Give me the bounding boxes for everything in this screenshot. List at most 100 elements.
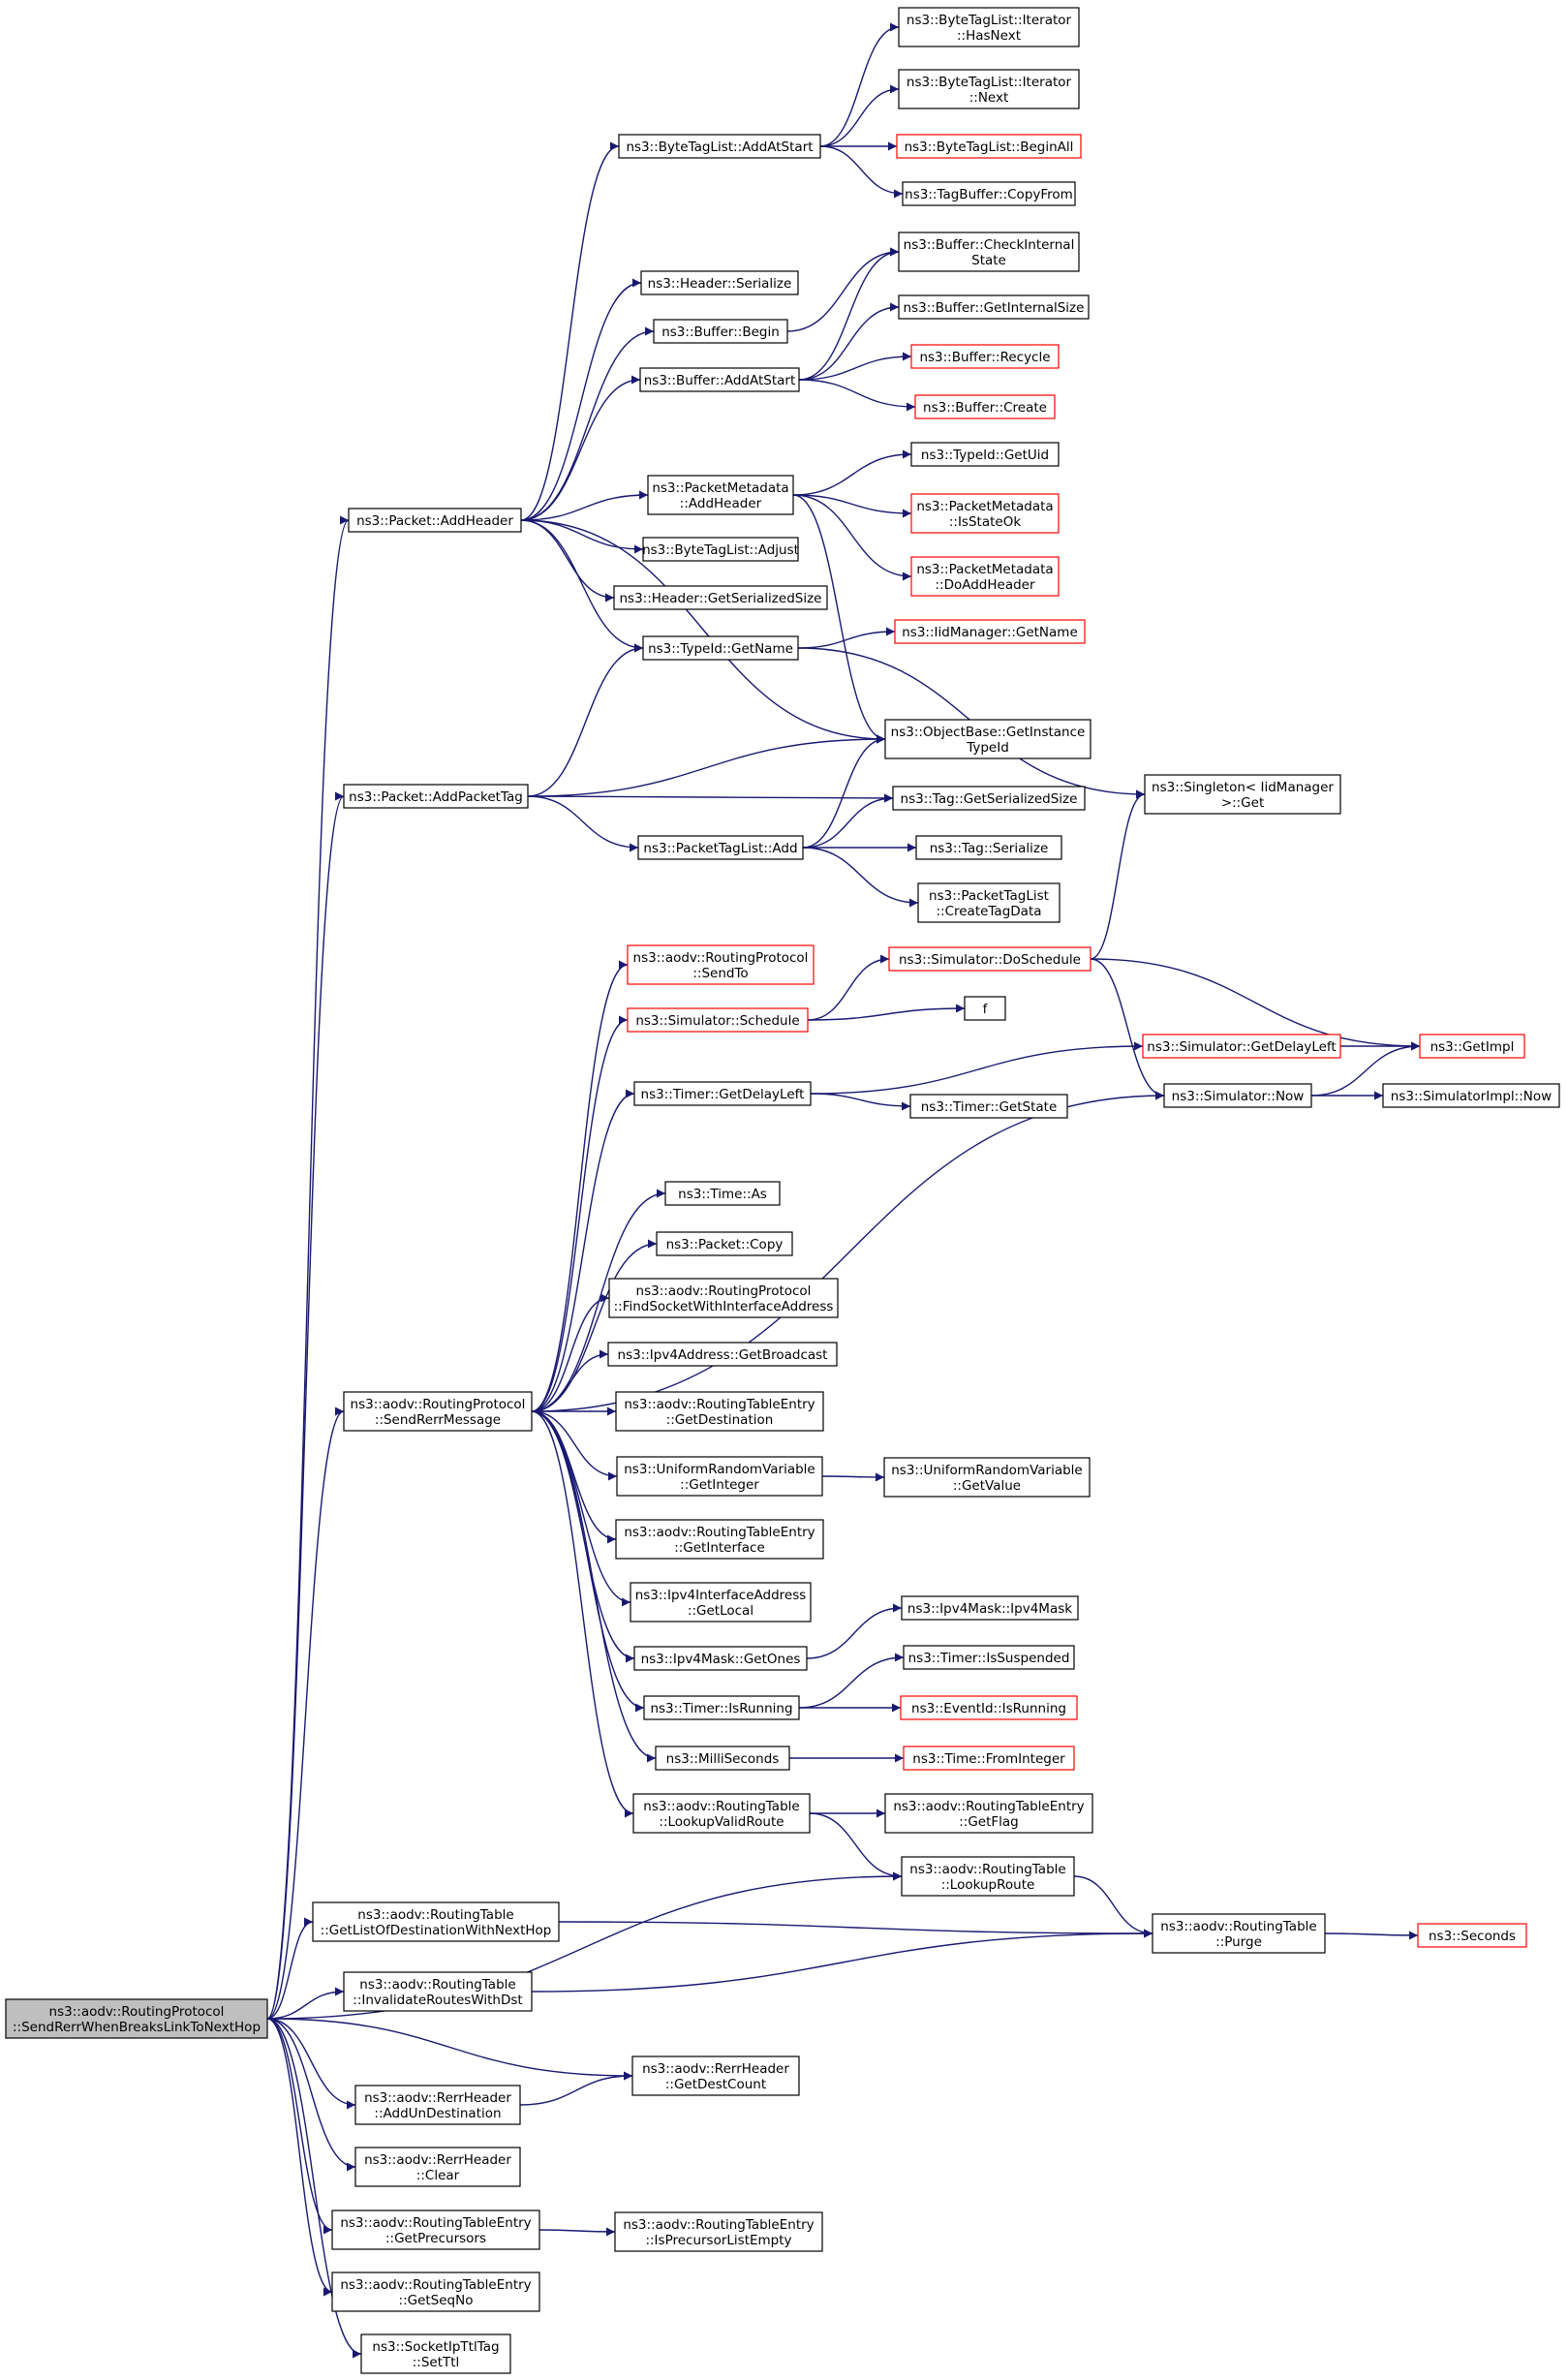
function-node-label: ns3::aodv::RoutingTableEntry xyxy=(893,1799,1084,1814)
function-node-box xyxy=(627,1007,809,1033)
function-node-invalidateRoutes[interactable]: ns3::aodv::RoutingTable::InvalidateRoute… xyxy=(343,1971,533,2012)
function-node-box xyxy=(910,344,1060,369)
function-node-timerIsSuspended[interactable]: ns3::Timer::IsSuspended xyxy=(903,1645,1075,1670)
function-node-iterNext[interactable]: ns3::ByteTagList::Iterator::Next xyxy=(898,69,1080,109)
function-node-ifaceGetLocal[interactable]: ns3::Ipv4InterfaceAddress::GetLocal xyxy=(630,1582,812,1623)
function-node-label: ns3::Ipv4Address::GetBroadcast xyxy=(618,1347,828,1363)
function-node-singletonGet[interactable]: ns3::Singleton< IidManager>::Get xyxy=(1144,774,1341,815)
function-node-label: ::LookupRoute xyxy=(941,1877,1035,1893)
function-node-addHeader[interactable]: ns3::Packet::AddHeader xyxy=(348,508,522,533)
function-node-milliSeconds[interactable]: ns3::MilliSeconds xyxy=(655,1746,790,1771)
function-node-box xyxy=(903,1746,1075,1771)
function-node-timerIsRunning[interactable]: ns3::Timer::IsRunning xyxy=(643,1695,800,1720)
function-node-rtLookupValidRoute[interactable]: ns3::aodv::RoutingTable::LookupValidRout… xyxy=(632,1793,811,1834)
function-node-findSocket[interactable]: ns3::aodv::RoutingProtocol::FindSocketWi… xyxy=(608,1278,839,1318)
call-edge-timerGetDelayLeft-to-simGetDelayLeft xyxy=(810,1041,1144,1095)
function-node-packetCopy[interactable]: ns3::Packet::Copy xyxy=(656,1231,793,1256)
function-node-box xyxy=(331,2272,540,2312)
call-edge-addPacketTag-to-ptlAdd xyxy=(527,795,639,852)
function-node-simNow[interactable]: ns3::Simulator::Now xyxy=(1163,1083,1312,1108)
function-node-bufRecycle[interactable]: ns3::Buffer::Recycle xyxy=(910,344,1060,369)
function-node-simImplNow[interactable]: ns3::SimulatorImpl::Now xyxy=(1382,1083,1560,1108)
function-node-addUnDestination[interactable]: ns3::aodv::RerrHeader::AddUnDestination xyxy=(354,2085,521,2125)
call-edge-invalidateRoutes-to-rtPurge xyxy=(531,1929,1153,1993)
function-node-label: ::HasNext xyxy=(957,28,1021,44)
function-node-pmIsStateOk[interactable]: ns3::PacketMetadata::IsStateOk xyxy=(910,493,1060,534)
function-node-timerGetDelayLeft[interactable]: ns3::Timer::GetDelayLeft xyxy=(633,1081,812,1106)
function-node-label: ns3::ByteTagList::AddAtStart xyxy=(626,139,813,155)
function-node-urvGetInteger[interactable]: ns3::UniformRandomVariable::GetInteger xyxy=(616,1456,823,1497)
function-node-bufGetInternalSize[interactable]: ns3::Buffer::GetInternalSize xyxy=(898,294,1090,320)
call-edge-root-to-getListOfDest xyxy=(266,1917,314,2020)
function-node-maskCtor[interactable]: ns3::Ipv4Mask::Ipv4Mask xyxy=(901,1595,1079,1621)
function-node-rtPurge[interactable]: ns3::aodv::RoutingTable::Purge xyxy=(1152,1913,1326,1954)
function-node-getImpl[interactable]: ns3::GetImpl xyxy=(1419,1034,1525,1059)
function-node-label: ns3::aodv::RoutingTableEntry xyxy=(340,2277,531,2293)
function-node-btlAddAtStart[interactable]: ns3::ByteTagList::AddAtStart xyxy=(618,134,821,159)
function-node-label: ns3::aodv::RerrHeader xyxy=(364,2090,511,2106)
function-node-ipv4GetBroadcast[interactable]: ns3::Ipv4Address::GetBroadcast xyxy=(607,1342,838,1367)
function-node-bufCreate[interactable]: ns3::Buffer::Create xyxy=(914,394,1056,419)
function-node-rerrClear[interactable]: ns3::aodv::RerrHeader::Clear xyxy=(354,2147,521,2187)
function-node-typeIdGetName[interactable]: ns3::TypeId::GetName xyxy=(642,635,799,661)
function-node-ptlAdd[interactable]: ns3::PacketTagList::Add xyxy=(637,835,804,860)
function-node-tagBufCopyFrom[interactable]: ns3::TagBuffer::CopyFrom xyxy=(902,181,1076,206)
function-node-label: ns3::TagBuffer::CopyFrom xyxy=(905,187,1073,202)
function-node-box xyxy=(884,1793,1093,1834)
function-node-eventIdIsRunning[interactable]: ns3::EventId::IsRunning xyxy=(900,1695,1078,1720)
function-node-setTtl[interactable]: ns3::SocketIpTtlTag::SetTtl xyxy=(360,2334,511,2374)
function-node-rteGetFlag[interactable]: ns3::aodv::RoutingTableEntry::GetFlag xyxy=(884,1793,1093,1834)
function-node-bufferAddAtStart[interactable]: ns3::Buffer::AddAtStart xyxy=(639,367,800,392)
call-edge-root-to-sendRerrMessage xyxy=(266,1406,345,2020)
function-node-label: ::DoAddHeader xyxy=(935,577,1034,593)
function-node-getListOfDest[interactable]: ns3::aodv::RoutingTable::GetListOfDestin… xyxy=(312,1901,560,1942)
function-node-pmDoAddHeader[interactable]: ns3::PacketMetadata::DoAddHeader xyxy=(910,556,1060,597)
function-node-label: ns3::Buffer::Create xyxy=(923,400,1047,416)
function-node-label: ::Clear xyxy=(416,2168,460,2183)
function-node-simSchedule[interactable]: ns3::Simulator::Schedule xyxy=(627,1007,809,1033)
function-node-rpSendTo[interactable]: ns3::aodv::RoutingProtocol::SendTo xyxy=(627,944,815,985)
function-node-rtLookupRoute[interactable]: ns3::aodv::RoutingTable::LookupRoute xyxy=(901,1856,1075,1897)
function-node-ptlCreateTagData[interactable]: ns3::PacketTagList::CreateTagData xyxy=(917,882,1061,923)
function-node-timeFromInteger[interactable]: ns3::Time::FromInteger xyxy=(903,1746,1075,1771)
function-node-box xyxy=(1152,1913,1326,1954)
function-node-fNode[interactable]: f xyxy=(964,996,1006,1021)
function-node-simGetDelayLeft[interactable]: ns3::Simulator::GetDelayLeft xyxy=(1142,1034,1341,1059)
function-node-box xyxy=(630,1582,812,1623)
function-node-tagGetSerSize[interactable]: ns3::Tag::GetSerializedSize xyxy=(892,786,1086,811)
function-node-headerSerialize[interactable]: ns3::Header::Serialize xyxy=(640,270,799,295)
function-node-btlAdjust[interactable]: ns3::ByteTagList::Adjust xyxy=(642,537,799,562)
function-node-addPacketTag[interactable]: ns3::Packet::AddPacketTag xyxy=(343,784,529,809)
call-edge-pmAddHeader-to-objGetInstanceTypeId xyxy=(792,494,886,744)
function-node-bufferBegin[interactable]: ns3::Buffer::Begin xyxy=(653,319,788,344)
call-edge-simDoSchedule-to-simNow xyxy=(1090,958,1165,1100)
function-node-box xyxy=(343,1391,533,1432)
function-node-iterHasNext[interactable]: ns3::ByteTagList::Iterator::HasNext xyxy=(898,7,1080,47)
function-node-iidMgrGetName[interactable]: ns3::IidManager::GetName xyxy=(894,619,1086,644)
function-node-secondsNode[interactable]: ns3::Seconds xyxy=(1417,1923,1527,1948)
function-node-maskGetOnes[interactable]: ns3::Ipv4Mask::GetOnes xyxy=(633,1646,808,1671)
function-node-root[interactable]: ns3::aodv::RoutingProtocol::SendRerrWhen… xyxy=(5,1998,268,2039)
function-node-rteIsPrecursorListEmpty[interactable]: ns3::aodv::RoutingTableEntry::IsPrecurso… xyxy=(614,2211,823,2252)
function-node-rteGetDestination[interactable]: ns3::aodv::RoutingTableEntry::GetDestina… xyxy=(615,1391,824,1432)
function-node-urvGetValue[interactable]: ns3::UniformRandomVariable::GetValue xyxy=(883,1457,1091,1498)
function-node-typeIdGetUid[interactable]: ns3::TypeId::GetUid xyxy=(910,442,1060,467)
function-node-simDoSchedule[interactable]: ns3::Simulator::DoSchedule xyxy=(888,946,1091,972)
function-node-timerGetState[interactable]: ns3::Timer::GetState xyxy=(909,1094,1068,1119)
function-node-headerGetSerSize[interactable]: ns3::Header::GetSerializedSize xyxy=(613,585,828,610)
function-node-getSeqNo[interactable]: ns3::aodv::RoutingTableEntry::GetSeqNo xyxy=(331,2272,540,2312)
call-edge-sendRerrMessage-to-timerIsRunning xyxy=(531,1410,645,1713)
function-node-label: ::GetInteger xyxy=(680,1477,759,1493)
call-edge-rtLookupValidRoute-to-rtLookupRoute xyxy=(809,1812,903,1881)
function-node-timeAs[interactable]: ns3::Time::As xyxy=(664,1181,781,1206)
function-node-label: ::GetSeqNo xyxy=(399,2293,474,2308)
function-node-rerrGetDestCount[interactable]: ns3::aodv::RerrHeader::GetDestCount xyxy=(631,2055,800,2096)
function-node-btlBeginAll[interactable]: ns3::ByteTagList::BeginAll xyxy=(896,134,1082,159)
function-node-tagSerialize[interactable]: ns3::Tag::Serialize xyxy=(915,835,1062,860)
function-node-pmAddHeader[interactable]: ns3::PacketMetadata::AddHeader xyxy=(647,475,794,515)
function-node-getPrecursors[interactable]: ns3::aodv::RoutingTableEntry::GetPrecurs… xyxy=(331,2210,540,2250)
function-node-sendRerrMessage[interactable]: ns3::aodv::RoutingProtocol::SendRerrMess… xyxy=(343,1391,533,1432)
function-node-rteGetInterface[interactable]: ns3::aodv::RoutingTableEntry::GetInterfa… xyxy=(615,1519,824,1560)
